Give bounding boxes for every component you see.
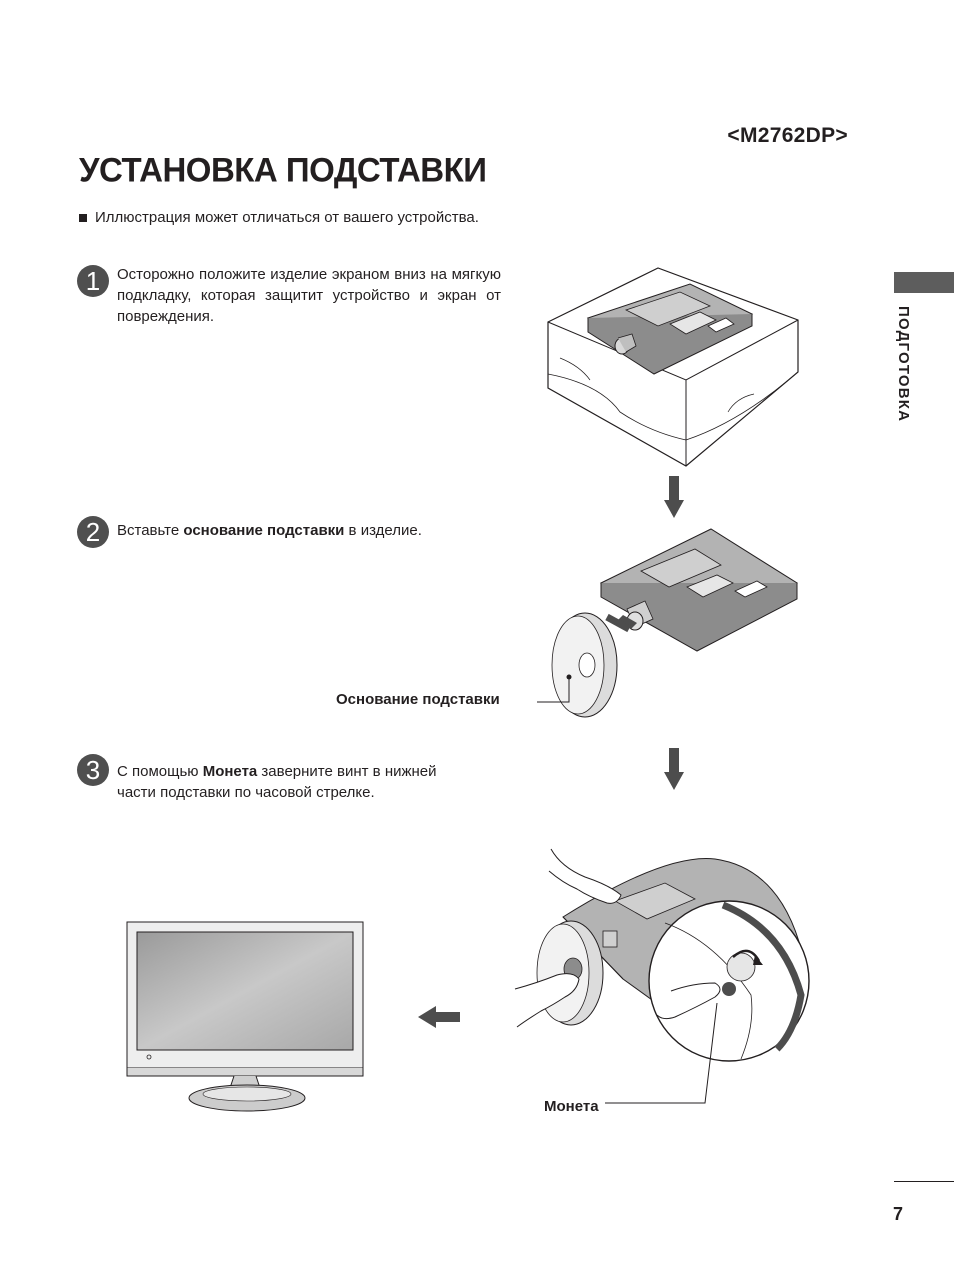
step-2-text: Вставьте основание подставки в изделие. xyxy=(117,522,422,539)
model-label: <M2762DP> xyxy=(727,124,848,147)
monitor-face-down-illustration xyxy=(547,267,799,467)
step-3-text: С помощью Монета заверните винт в нижней… xyxy=(117,763,437,801)
footer-divider xyxy=(894,1181,954,1182)
arrow-down-icon xyxy=(664,748,684,790)
coin-screw-illustration xyxy=(514,848,810,1104)
arrow-down-icon xyxy=(664,476,684,518)
step-1-number: 1 xyxy=(77,265,109,297)
illustration-note: Иллюстрация может отличаться от вашего у… xyxy=(79,209,479,226)
stand-base-callout: Основание подставки xyxy=(336,691,500,708)
note-text: Иллюстрация может отличаться от вашего у… xyxy=(95,209,479,226)
arrow-left-icon xyxy=(418,1006,460,1028)
section-tab-marker xyxy=(894,272,954,293)
square-bullet-icon xyxy=(79,213,87,222)
coin-callout: Монета xyxy=(544,1098,599,1115)
page-number: 7 xyxy=(893,1204,904,1224)
step-3-number: 3 xyxy=(77,754,109,786)
page-title: УСТАНОВКА ПОДСТАВКИ xyxy=(79,150,487,189)
step-1-text: Осторожно положите изделие экраном вниз … xyxy=(117,266,501,325)
step-2-number: 2 xyxy=(77,516,109,548)
stand-base-insertion-illustration xyxy=(537,528,799,718)
section-label: ПОДГОТОВКА xyxy=(895,306,912,423)
assembled-monitor-illustration xyxy=(126,921,364,1112)
